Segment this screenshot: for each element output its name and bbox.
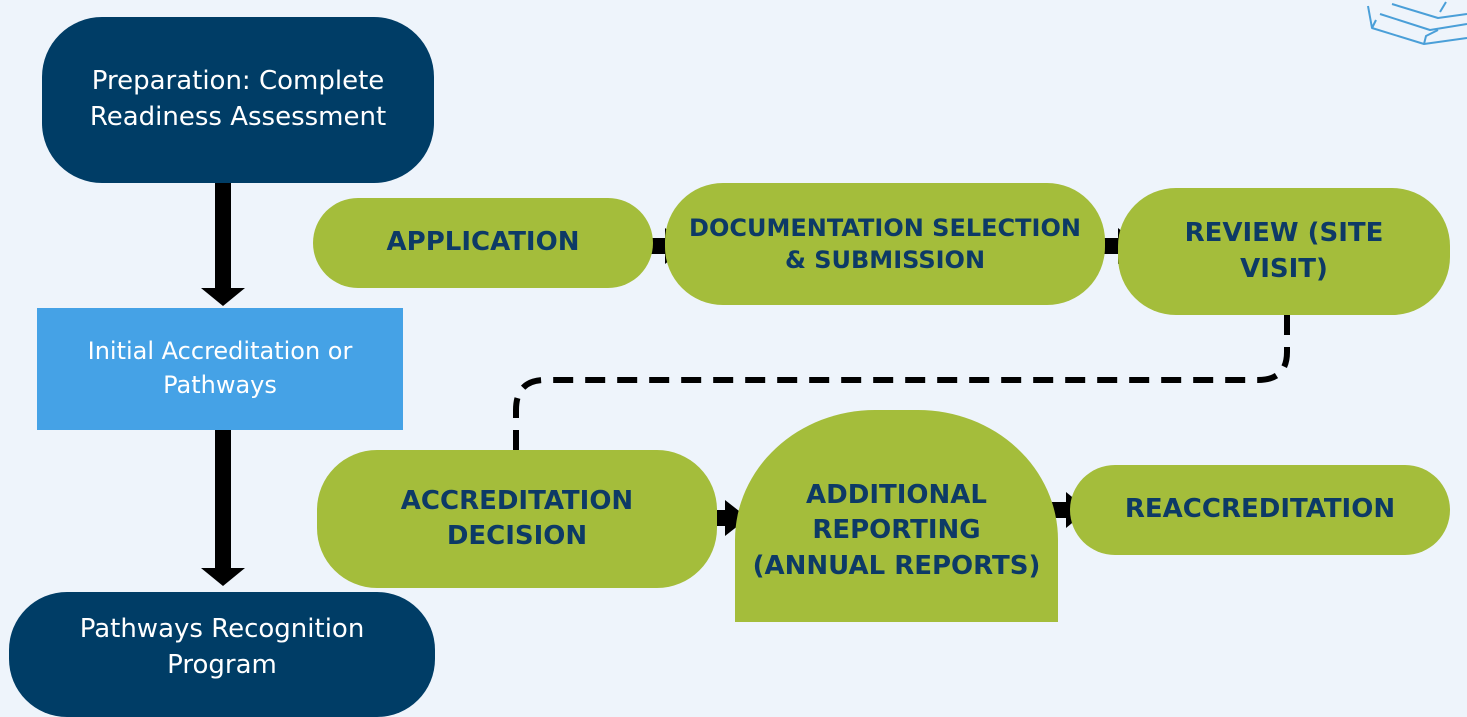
- preparation-node: Preparation: Complete Readiness Assessme…: [42, 17, 434, 183]
- decision-node: ACCREDITATION DECISION: [317, 450, 717, 588]
- documentation-node: DOCUMENTATION SELECTION & SUBMISSION: [665, 183, 1105, 305]
- additional-reporting-node: ADDITIONAL REPORTING (ANNUAL REPORTS): [735, 410, 1058, 622]
- reaccreditation-label: REACCREDITATION: [1124, 494, 1396, 525]
- arrow-initial-to-program: [201, 430, 245, 586]
- application-node: APPLICATION: [313, 198, 653, 288]
- initial-accreditation-node: Initial Accreditation or Pathways: [37, 308, 403, 430]
- review-label: REVIEW (SITE VISIT): [1184, 218, 1384, 284]
- documentation-label: DOCUMENTATION SELECTION & SUBMISSION: [689, 213, 1081, 274]
- papers-icon: [1367, 1, 1467, 45]
- dashed-connector-review-to-decision: [513, 315, 1290, 452]
- decision-label: ACCREDITATION DECISION: [400, 485, 634, 551]
- pathways-program-label: Pathways Recognition Program: [79, 613, 365, 680]
- preparation-label: Preparation: Complete Readiness Assessme…: [89, 66, 387, 132]
- initial-accreditation-label: Initial Accreditation or Pathways: [87, 337, 353, 399]
- additional-reporting-label: ADDITIONAL REPORTING (ANNUAL REPORTS): [752, 480, 1041, 581]
- pathways-program-node: Pathways Recognition Program: [9, 592, 435, 717]
- reaccreditation-node: REACCREDITATION: [1070, 465, 1450, 555]
- review-node: REVIEW (SITE VISIT): [1118, 188, 1450, 315]
- arrow-prep-to-initial: [201, 178, 245, 306]
- application-label: APPLICATION: [386, 227, 580, 258]
